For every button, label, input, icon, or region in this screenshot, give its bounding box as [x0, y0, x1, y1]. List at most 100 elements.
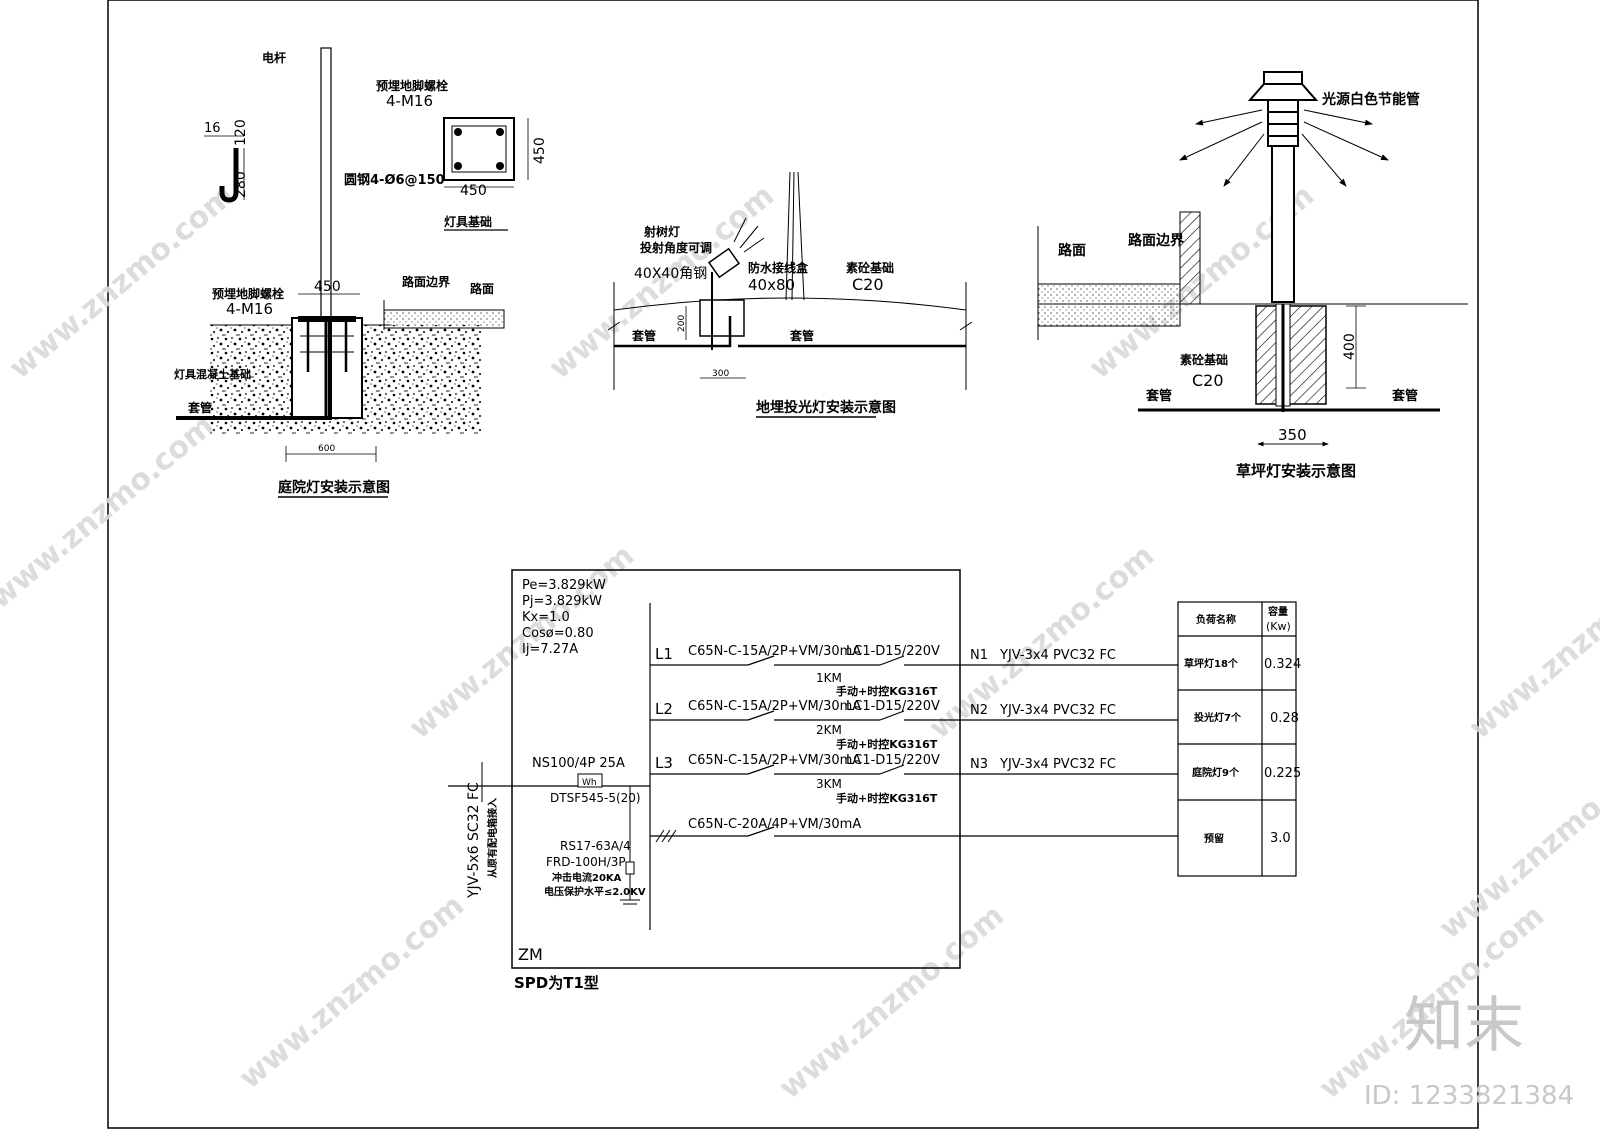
- length-label: 1KM: [816, 671, 842, 685]
- table-header-unit: (Kw): [1266, 620, 1291, 633]
- param-kx: Kx=1.0: [522, 610, 570, 625]
- conduit-right-label: 套管: [789, 328, 814, 343]
- bolt-label: 预埋地脚螺栓: [212, 286, 284, 301]
- bolt-spec: 4-M16: [226, 300, 273, 318]
- length-label: 2KM: [816, 723, 842, 737]
- conduit-left-label: 套管: [1145, 388, 1172, 404]
- meter-label: Wh: [582, 778, 597, 788]
- table-header-name: 负荷名称: [1196, 613, 1236, 626]
- source-label: 光源白色节能管: [1321, 91, 1420, 108]
- conduit-label: 套管: [187, 400, 212, 415]
- table-row-cap: 0.225: [1264, 766, 1301, 781]
- spd-line-1: RS17-63A/4: [560, 839, 631, 853]
- road-layer: [383, 309, 505, 329]
- watermark-text: www.znzmo.com: [233, 888, 471, 1096]
- lawn-foundation: [1255, 305, 1327, 405]
- control-label: 手动+时控KG316T: [836, 737, 938, 751]
- concrete-label: 灯具混凝土基础: [174, 367, 251, 381]
- foundation-plan: 450 450 圆钢4-Ø6@150 灯具基础: [344, 117, 548, 231]
- conduit-left-label: 套管: [631, 328, 656, 343]
- watermark-text: www.znzmo.com: [0, 408, 221, 616]
- buried-light-title: 地埋投光灯安装示意图: [756, 399, 896, 416]
- flood-lamp: [707, 247, 741, 279]
- found-grade: C20: [1192, 371, 1224, 390]
- incoming-cable: YJV-5x6 SC32 FC: [466, 782, 482, 899]
- conduit-pipe-2: [614, 316, 732, 348]
- watermark-text: www.znzmo.com: [773, 898, 1011, 1106]
- bolt-top-spec: 4-M16: [386, 92, 433, 110]
- contactor-spec: LC1-D15/220V: [846, 753, 940, 768]
- incoming-note: 从原有配电箱接入: [486, 798, 499, 878]
- rebar-label: 圆钢4-Ø6@150: [344, 172, 445, 188]
- table-header-cap: 容量: [1267, 605, 1288, 618]
- buried-light-detail: 射树灯 投射角度可调 40X40角钢 防水接线盒 40x80 素砼基础 C20 …: [607, 171, 973, 418]
- param-pj: Pj=3.829kW: [522, 594, 602, 609]
- hook-dim-280: 280: [233, 171, 249, 198]
- brand-logo: 知末: [1404, 991, 1524, 1061]
- table-row-name: 庭院灯9个: [1192, 766, 1240, 779]
- panel-box: [511, 569, 961, 969]
- brand-id: ID: 1233821384: [1364, 1081, 1574, 1111]
- breaker-spec: C65N-C-15A/2P+VM/30mA: [688, 699, 861, 714]
- lawn-light-title: 草坪灯安装示意图: [1236, 462, 1356, 480]
- box-name: ZM: [518, 945, 543, 964]
- found-label: 素砼基础: [846, 260, 894, 275]
- garden-light-title: 庭院灯安装示意图: [278, 479, 390, 496]
- load-table: 负荷名称 容量 (Kw) 草坪灯18个 0.324 投光灯7个 0.28 庭院灯…: [1177, 601, 1301, 877]
- dim-400: 400: [1342, 333, 1358, 360]
- curb: [1179, 211, 1201, 305]
- table-row-cap: 3.0: [1270, 831, 1291, 846]
- cable-spec: YJV-3x4 PVC32 FC: [999, 757, 1116, 772]
- table-row-name: 草坪灯18个: [1184, 657, 1239, 670]
- circuit-l2: L2 C65N-C-15A/2P+VM/30mA LC1-D15/220V 2K…: [650, 699, 1178, 751]
- watermark-text: www.znzmo.com: [3, 178, 241, 386]
- box-size: 40x80: [748, 276, 795, 294]
- table-row-cap: 0.324: [1264, 657, 1301, 672]
- breaker-spec: C65N-C-20A/4P+VM/30mA: [688, 817, 861, 832]
- meter: [577, 773, 603, 788]
- table-row-name: 投光灯7个: [1194, 711, 1242, 724]
- length-label: 3KM: [816, 777, 842, 791]
- phase-label: L1: [655, 645, 673, 663]
- hook-bolt: 16 120 280: [204, 119, 249, 203]
- breaker-spec: C65N-C-15A/2P+VM/30mA: [688, 753, 861, 768]
- cable-spec: YJV-3x4 PVC32 FC: [999, 703, 1116, 718]
- conduit-pipe: [176, 322, 332, 420]
- param-ij: Ij=7.27A: [522, 642, 578, 657]
- table-row-cap: 0.28: [1270, 711, 1299, 726]
- box-label: 防水接线盒: [748, 260, 809, 275]
- road-edge-label: 路面边界: [1128, 232, 1185, 249]
- contactor-spec: LC1-D15/220V: [846, 644, 940, 659]
- contactor-spec: LC1-D15/220V: [846, 699, 940, 714]
- road-edge-label: 路面边界: [402, 274, 450, 289]
- garden-light-detail: 电杆 16 120 280 预埋地脚螺栓 4-M16 450 450 圆钢4-Ø…: [174, 47, 548, 498]
- phase-label: L2: [655, 700, 673, 718]
- foundation-height: 450: [532, 137, 548, 164]
- spd-line-3: 冲击电流20KA: [552, 871, 622, 884]
- dim-600: 600: [318, 444, 335, 454]
- pole-label: 电杆: [262, 50, 286, 65]
- spd-line-2: FRD-100H/3P: [546, 855, 626, 869]
- spd-line-4: 电压保护水平≤2.0KV: [544, 885, 646, 898]
- dim-200: 200: [677, 315, 687, 332]
- watermark-text: www.znzmo.com: [543, 178, 781, 386]
- junction-box: [699, 299, 745, 337]
- hook-dim-16: 16: [204, 121, 221, 136]
- angle-steel-label: 40X40角钢: [634, 266, 707, 282]
- bolt-top-label: 预埋地脚螺栓: [376, 78, 448, 93]
- main-breaker: NS100/4P 25A: [532, 756, 625, 771]
- foundation-title: 灯具基础: [444, 214, 492, 229]
- lamp-label: 射树灯: [643, 224, 680, 239]
- lawn-lamp-head: [1247, 71, 1319, 303]
- table-row-name: 预留: [1204, 832, 1224, 845]
- watermark-text: www.znzmo.com: [1463, 538, 1600, 746]
- breaker-spec: C65N-C-15A/2P+VM/30mA: [688, 644, 861, 659]
- foundation-width: 450: [460, 183, 487, 199]
- found-label: 素砼基础: [1180, 352, 1228, 367]
- phase-label: L3: [655, 754, 673, 772]
- neutral-label: N2: [970, 703, 988, 718]
- conduit-right-label: 套管: [1391, 388, 1418, 404]
- brand-watermark: 知末 ID: 1233821384: [1364, 991, 1574, 1111]
- found-grade: C20: [852, 275, 884, 294]
